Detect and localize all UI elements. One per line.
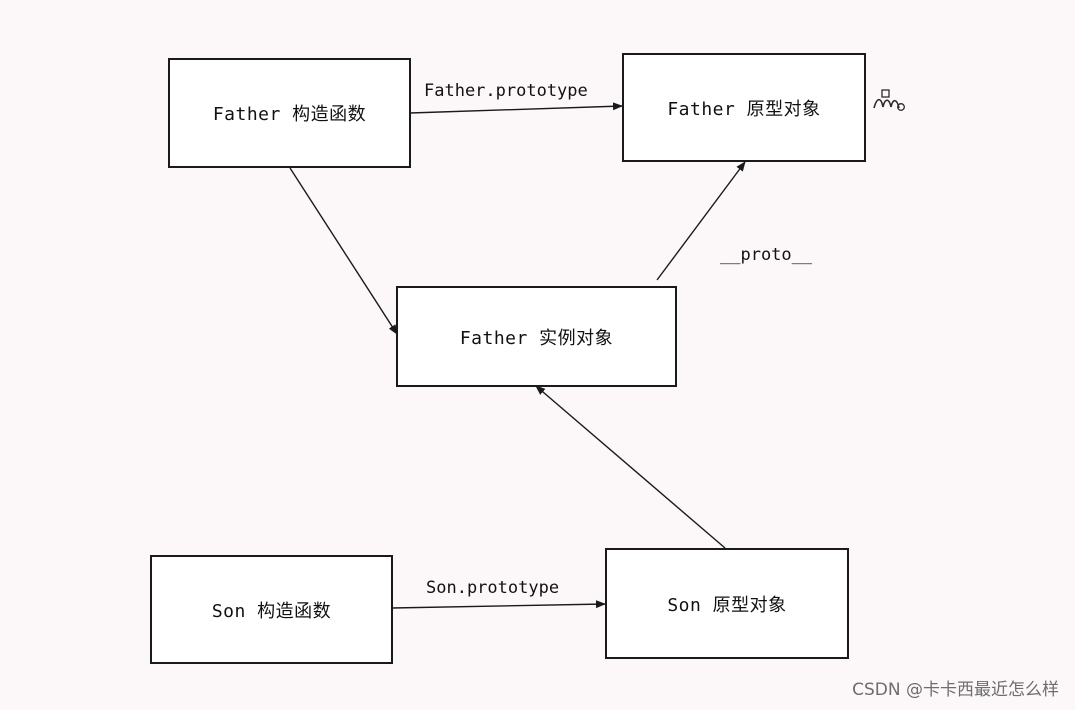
father-constructor-node: Father 构造函数 (168, 58, 411, 168)
son-prototype-node: Son 原型对象 (605, 548, 849, 659)
son-prototype-label: Son 原型对象 (667, 594, 787, 616)
squiggle-mark-icon (873, 89, 905, 111)
edge-son-prototype-to-father-instance (535, 385, 726, 549)
csdn-watermark: CSDN @卡卡西最近怎么样 (852, 680, 1059, 700)
son-constructor-node: Son 构造函数 (150, 555, 393, 664)
father-instance-node: Father 实例对象 (396, 286, 677, 387)
edge-father-constructor-to-prototype (409, 102, 623, 114)
father-instance-label: Father 实例对象 (459, 327, 614, 349)
son-constructor-label: Son 构造函数 (211, 600, 332, 622)
father-prototype-edge-label: Father.prototype (424, 81, 588, 101)
son-prototype-edge-label: Son.prototype (426, 578, 560, 598)
edge-father-instance-to-prototype (656, 161, 746, 281)
edge-father-constructor-to-instance (289, 167, 398, 335)
edge-son-constructor-to-prototype (391, 600, 606, 609)
father-constructor-label: Father 构造函数 (212, 104, 367, 125)
father-prototype-label: Father 原型对象 (667, 98, 821, 120)
proto-edge-label: __proto__ (720, 245, 813, 265)
father-prototype-node: Father 原型对象 (622, 53, 866, 162)
